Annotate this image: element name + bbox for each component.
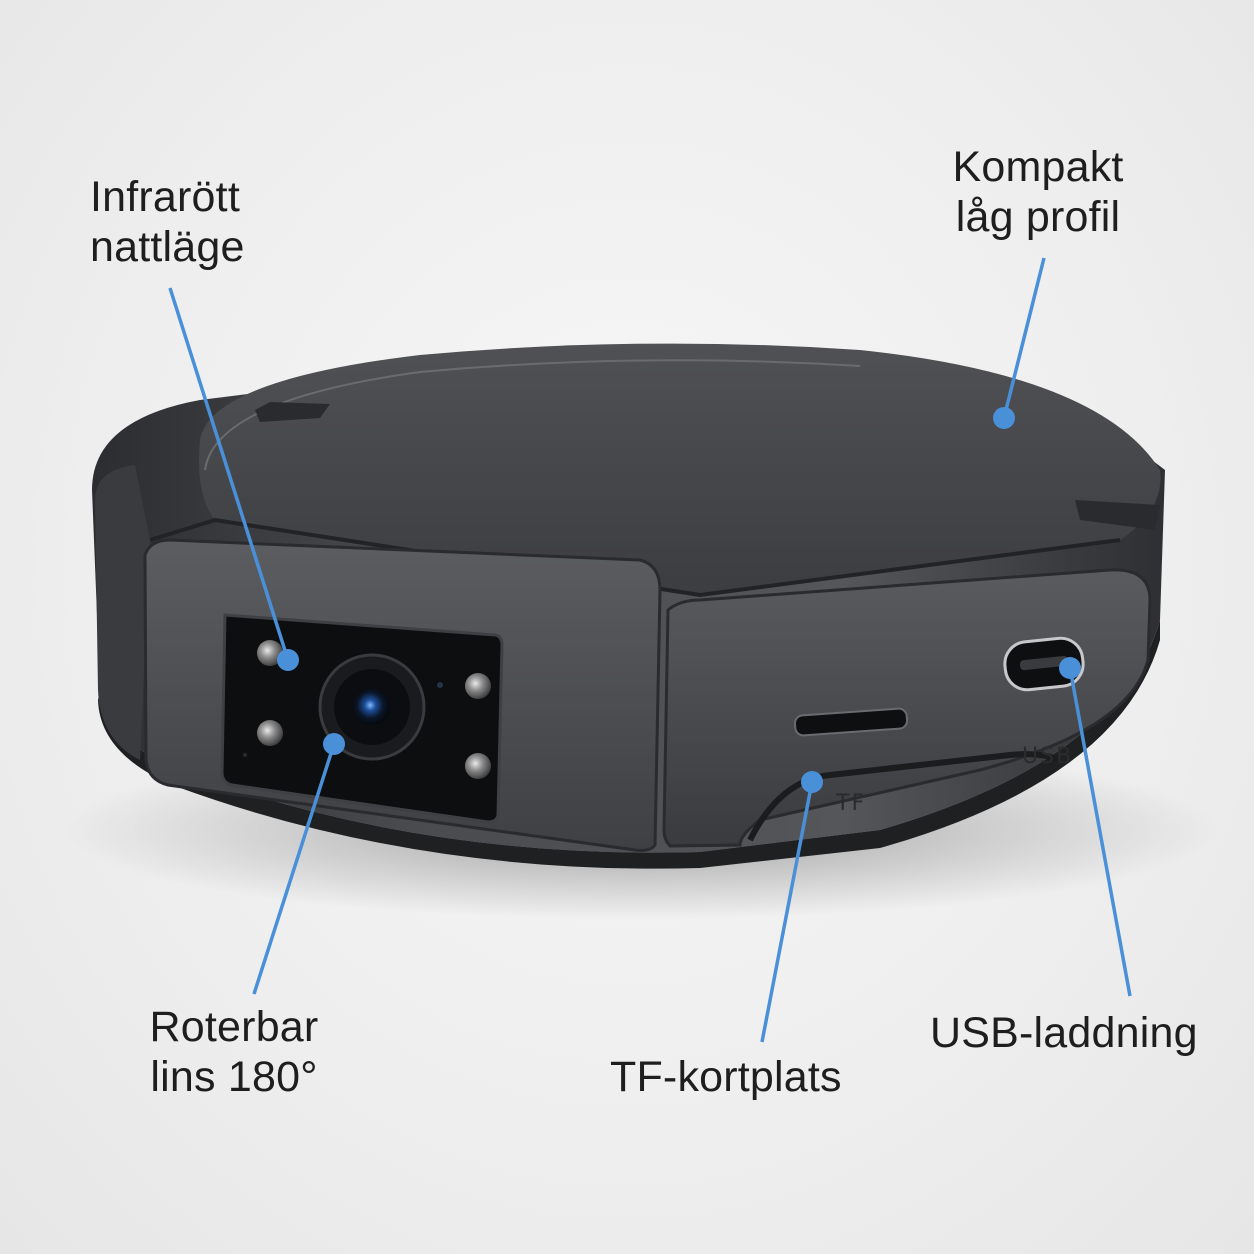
label-infrared-line1: Infrarött (90, 173, 240, 221)
callout-line-infrared (168, 287, 290, 661)
callout-dot-usb (1059, 657, 1081, 679)
callout-line-compact (1002, 257, 1046, 419)
tf-slot (793, 707, 909, 737)
port-panel (662, 568, 1152, 848)
label-compact-line2: låg profil (955, 193, 1121, 241)
ir-led-icon (257, 640, 283, 666)
usb-marking: USB (1022, 744, 1073, 769)
callout-line-lens (252, 743, 336, 995)
left-side-block (95, 465, 150, 760)
label-compact-line1: Kompakt (952, 143, 1124, 191)
label-lens-line1: Roterbar (149, 1003, 319, 1051)
top-notch-right (1075, 500, 1160, 530)
callout-dot-lens (323, 733, 345, 755)
usb-c-tongue (1019, 655, 1068, 671)
top-notch-left (255, 402, 330, 422)
callout-dot-infrared (277, 649, 299, 671)
label-infrared: Infrarött nattläge (90, 172, 245, 272)
tf-recess-edge (747, 751, 1062, 842)
top-edge-highlight (204, 359, 861, 471)
lens-icon (354, 689, 390, 725)
label-compact: Kompakt låg profil (938, 142, 1138, 242)
callout-dot-tf (801, 771, 823, 793)
ir-led-icon (465, 753, 491, 779)
label-tf-slot: TF-kortplats (610, 1052, 842, 1102)
callout-line-tf (760, 781, 814, 1043)
label-usb: USB-laddning (930, 1008, 1198, 1058)
callout-line-usb (1068, 667, 1132, 997)
label-infrared-line2: nattläge (90, 223, 245, 271)
callouts (168, 257, 1132, 1043)
label-lens-line2: lins 180° (150, 1053, 318, 1101)
label-lens: Roterbar lins 180° (134, 1002, 334, 1102)
device-top (199, 343, 1161, 595)
mic-dot-icon (243, 753, 247, 757)
ir-led-icon (465, 673, 491, 699)
sensor-dot-icon (437, 682, 443, 688)
label-tf-slot-line1: TF-kortplats (610, 1053, 842, 1101)
callout-dot-compact (993, 407, 1015, 429)
tf-marking: TF (835, 791, 866, 816)
label-usb-line1: USB-laddning (930, 1009, 1198, 1057)
ir-led-icon (257, 720, 283, 746)
